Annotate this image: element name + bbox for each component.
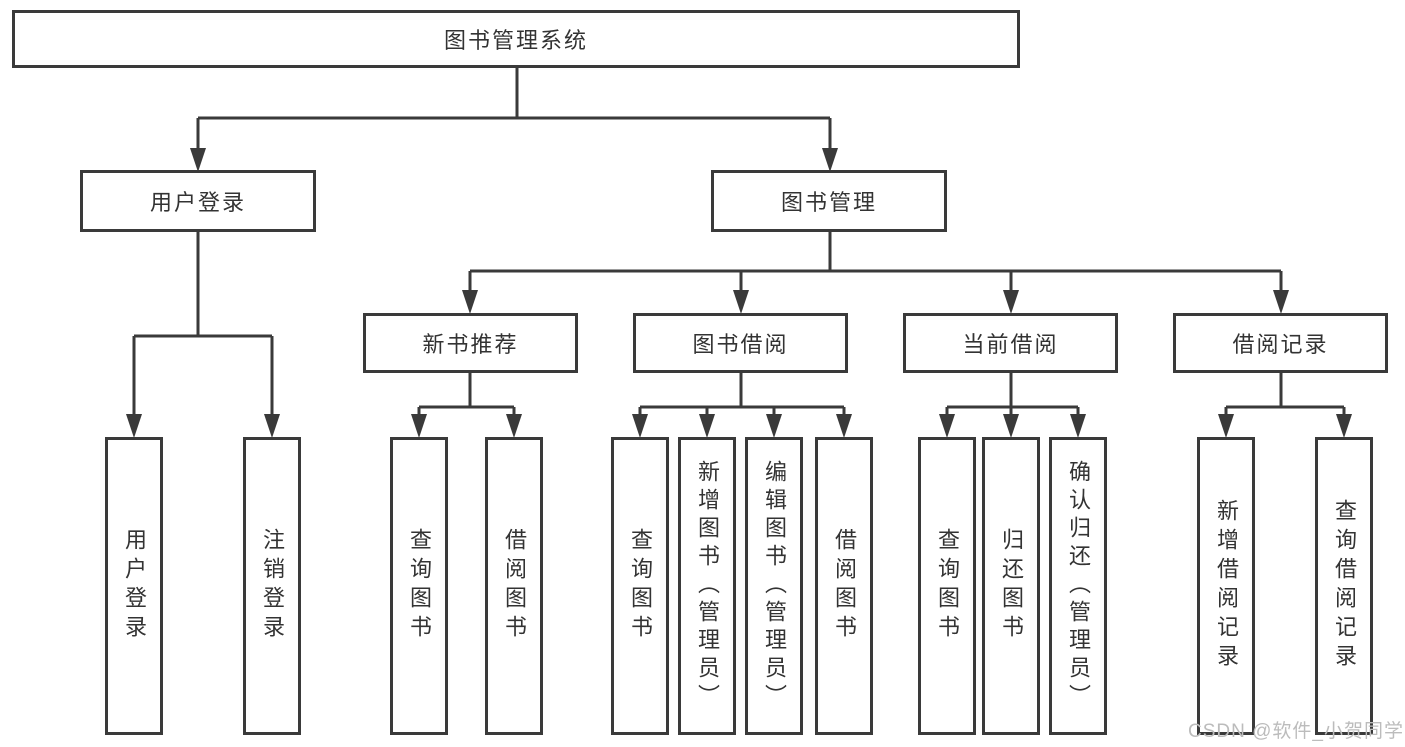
leaf-borrow-books-borrowing: 借阅图书 — [815, 437, 873, 735]
node-book-borrowing: 图书借阅 — [633, 313, 848, 373]
leaf-query-books-borrowing: 查询图书 — [611, 437, 669, 735]
node-root-system: 图书管理系统 — [12, 10, 1020, 68]
leaf-borrow-books-recommend: 借阅图书 — [485, 437, 543, 735]
leaf-query-borrow-record: 查询借阅记录 — [1315, 437, 1373, 735]
node-book-management-module: 图书管理 — [711, 170, 947, 232]
node-current-borrowing: 当前借阅 — [903, 313, 1118, 373]
csdn-watermark: CSDN @软件_小贺同学 — [1188, 721, 1404, 742]
node-borrowing-records: 借阅记录 — [1173, 313, 1388, 373]
node-user-login-module: 用户登录 — [80, 170, 316, 232]
leaf-logout: 注销登录 — [243, 437, 301, 735]
node-new-book-recommend: 新书推荐 — [363, 313, 578, 373]
leaf-add-borrow-record: 新增借阅记录 — [1197, 437, 1255, 735]
leaf-query-books-current: 查询图书 — [918, 437, 976, 735]
leaf-user-login: 用户登录 — [105, 437, 163, 735]
leaf-confirm-return-admin: 确认归还（管理员） — [1049, 437, 1107, 735]
leaf-add-books-admin: 新增图书（管理员） — [678, 437, 736, 735]
leaf-edit-books-admin: 编辑图书（管理员） — [745, 437, 803, 735]
leaf-query-books-recommend: 查询图书 — [390, 437, 448, 735]
leaf-return-books: 归还图书 — [982, 437, 1040, 735]
